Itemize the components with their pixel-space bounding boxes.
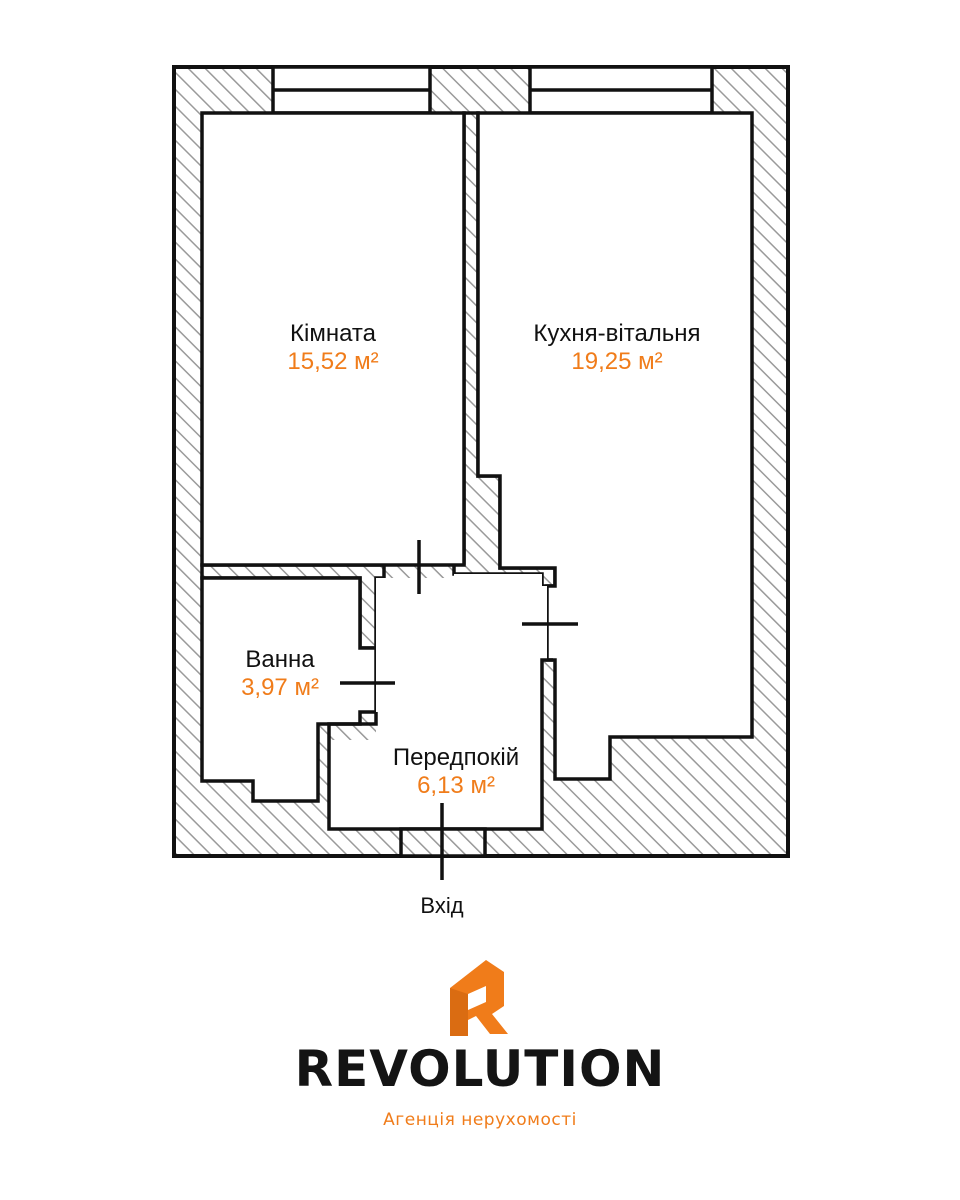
hall-wall-left xyxy=(327,658,553,831)
brand-name: REVOLUTION xyxy=(294,1040,666,1098)
house-r-logo-icon xyxy=(450,960,508,1036)
hall-floor xyxy=(329,574,547,829)
bedroom-name: Кімната xyxy=(290,320,377,347)
bath-area: 3,97 м² xyxy=(241,674,319,701)
kitchen-area: 19,25 м² xyxy=(571,348,662,375)
bath-name: Ванна xyxy=(245,646,315,673)
entry-label: Вхід xyxy=(420,893,463,918)
window-left xyxy=(271,65,432,115)
hall-area: 6,13 м² xyxy=(417,772,495,799)
kitchen-name: Кухня-вітальня xyxy=(533,320,700,347)
floor-plan: Кімната 15,52 м² Кухня-вітальня 19,25 м²… xyxy=(172,65,790,918)
bedroom-floor xyxy=(200,111,466,567)
brand-tagline: Агенція нерухомості xyxy=(383,1110,577,1130)
hall-name: Передпокій xyxy=(393,744,519,771)
bedroom-area: 15,52 м² xyxy=(287,348,378,375)
window-right xyxy=(528,65,714,115)
